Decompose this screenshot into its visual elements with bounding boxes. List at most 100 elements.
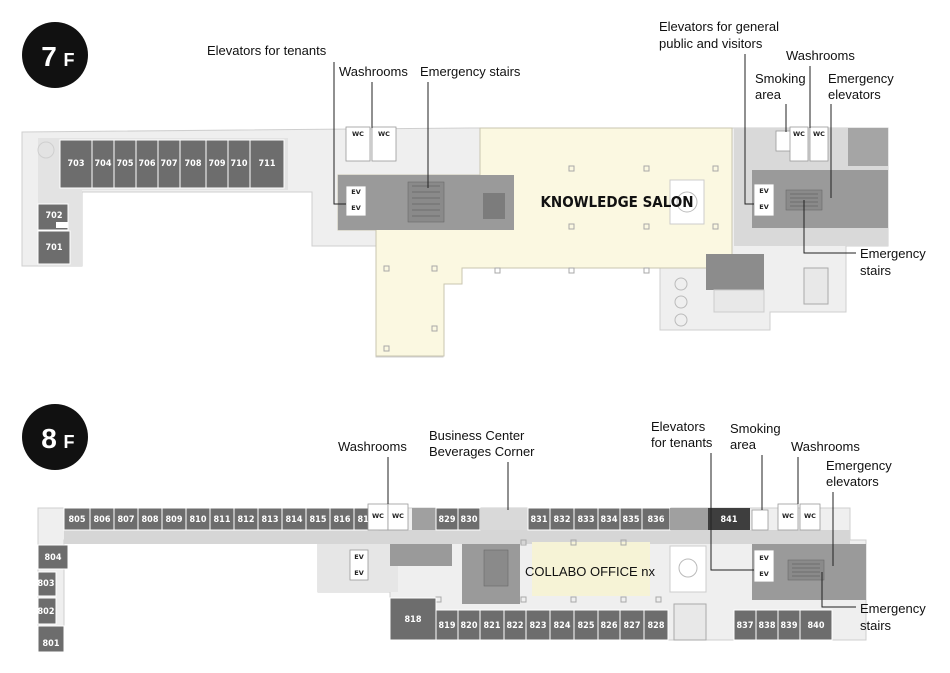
floor-7-stairs-small-overlay [483,193,505,219]
room-830-label: 830 [461,515,478,525]
room-812-label: 812 [238,515,255,525]
floor-8-stairs-core [390,544,452,566]
room-839-label: 839 [781,621,798,631]
floor-8-room-row-bottom: 819 820 821 822 823 824 825 826 827 828 [435,609,669,641]
floor-8-room-row-bottom-right: 837 838 839 840 [733,609,833,641]
room-827-label: 827 [624,621,641,631]
room-820-label: 820 [461,621,478,631]
floor-8-wc-right-2 [799,503,821,531]
room-828 [643,609,669,641]
floor-7-wc-label-4: WC [813,130,825,138]
room-816-label: 816 [334,515,351,525]
floor-8-ev-label-4: EV [759,570,768,578]
floor-8-callout-emergency-stairs-1: Emergency [860,601,926,616]
room-802 [37,597,57,625]
room-825-label: 825 [578,621,595,631]
room-708 [179,139,207,189]
floor-8-ev-label-1: EV [354,553,363,561]
room-806-label: 806 [94,515,111,525]
floor-8-badge-unit: F [64,432,75,452]
floor-8-callout-elevators-tenants-2: for tenants [651,435,713,450]
floor-7-smoking-area [775,130,793,152]
room-703 [59,139,93,189]
room-826-label: 826 [601,621,618,631]
room-836-label: 836 [648,515,665,525]
floor-7-stairs-left-overlay [407,181,445,223]
room-824 [549,609,575,641]
floor-7-badge-number: 7 [41,41,57,72]
floor-8-ev-label-2: EV [354,569,363,577]
floor-7-east-room [848,128,888,166]
floor-8-room-row-top: 805 806 807 808 809 810 811 812 813 814 … [63,507,379,531]
floor-7-ev-label-3: EV [759,187,768,195]
room-808-label: 808 [142,515,159,525]
floor-7-wc-label-2: WC [378,130,390,138]
room-704-label: 704 [95,159,112,169]
room-803 [37,571,57,597]
floor-8-leader-elevators-tenants [710,453,754,571]
floor-7-callout-elevators-public-2: public and visitors [659,36,763,51]
floor-7-badge-unit: F [64,50,75,70]
floor-8-wc-left-2 [387,503,409,531]
floor-7-callout-elevators-tenants: Elevators for tenants [207,43,327,58]
room-803-label: 803 [38,579,55,589]
floor-7-round-3 [674,313,688,327]
room-710-label: 710 [231,159,248,169]
floor-8-callout-business-center-2: Beverages Corner [429,444,535,459]
floor-7-room-row: 703 704 705 706 707 708 709 710 711 [59,139,285,189]
floor-8-main-corridor [64,530,850,544]
room-807-label: 807 [118,515,135,525]
floor-8-callout-emergency-elevators-1: Emergency [826,458,892,473]
floor-7-wc-left-2 [371,126,397,162]
room-703-label: 703 [68,159,85,169]
room-841-label: 841 [721,515,738,525]
floor-7-callout-emergency-stairs-right-1: Emergency [860,246,926,261]
room-701 [37,230,71,265]
floor-8-leader-emergency-stairs [821,572,856,608]
floor-8-business-center [480,508,528,530]
floor-8-wc-label-4: WC [804,512,816,520]
room-706-label: 706 [139,159,156,169]
room-815-label: 815 [310,515,327,525]
floor-8-callout-smoking-1: Smoking [730,421,781,436]
floor-7-leader-elevators-public [744,54,754,205]
room-711 [249,139,285,189]
room-705-label: 705 [117,159,134,169]
floor-7-wc-right-2 [809,126,829,162]
room-837-label: 837 [737,621,754,631]
room-834-label: 834 [601,515,618,525]
room-838-label: 838 [759,621,776,631]
floor-8-callout-washrooms-right: Washrooms [791,439,860,454]
room-824-label: 824 [554,621,571,631]
room-831-label: 831 [531,515,548,525]
floor-7-annex-lift [803,267,829,305]
floor-7-wc-right-1 [789,126,809,162]
room-829-label: 829 [439,515,456,525]
room-832-label: 832 [554,515,571,525]
floor-7-ev-label-1: EV [351,188,360,196]
room-823 [525,609,551,641]
floor-7-round-2 [674,295,688,309]
floor-7-round-1 [674,277,688,291]
room-709-label: 709 [209,159,226,169]
room-817-label: 817 [358,515,375,525]
floor-8-wc-label-2: WC [392,512,404,520]
room-840-label: 840 [808,621,825,631]
floor-8-collabo-office-label: COLLABO OFFICE nx [525,564,656,579]
room-821 [479,609,505,641]
floor-7-elevators-tenants [345,185,367,217]
room-708-label: 708 [185,159,202,169]
room-835-label: 835 [623,515,640,525]
room-702-label: 702 [46,211,63,221]
room-819-label: 819 [439,621,456,631]
floor-7-callout-emergency-stairs-left: Emergency stairs [420,64,521,79]
room-818 [389,597,437,641]
floor-7-annex-light [713,289,765,313]
room-833-label: 833 [578,515,595,525]
floor-7-plan: 7 F [21,19,926,358]
floor-8-callout-elevators-tenants-1: Elevators [651,419,706,434]
floor-7-callout-washrooms-right: Washrooms [786,48,855,63]
room-813-label: 813 [262,515,279,525]
floor-8-east-stairs [787,559,825,581]
floor-8-smoking-area [751,509,769,531]
